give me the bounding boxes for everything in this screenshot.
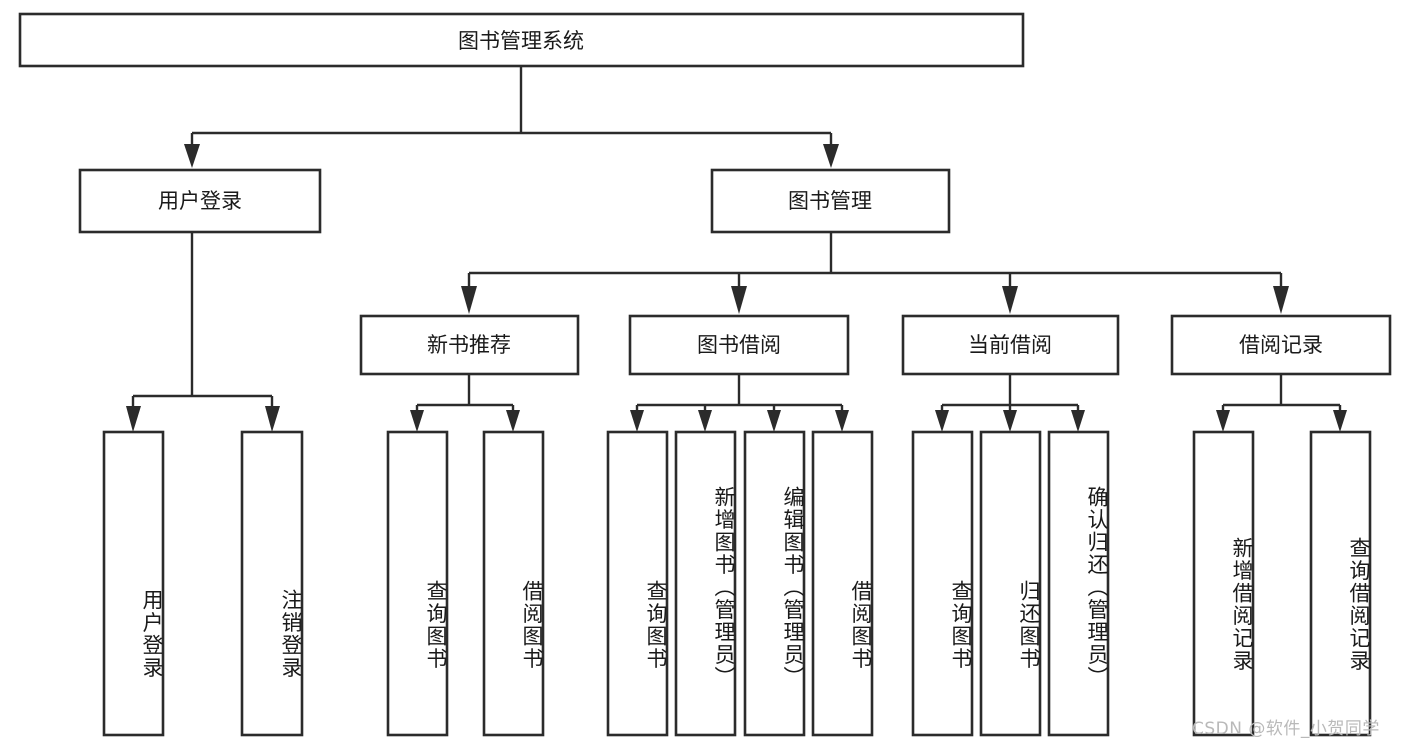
arrowhead-leaf-12	[1216, 410, 1230, 432]
leaf-box-2[interactable]	[240, 430, 304, 737]
leaf-box-9[interactable]	[911, 430, 974, 737]
arrowhead-leaf-4	[506, 410, 520, 432]
node-new-book-recommend-label: 新书推荐	[427, 333, 511, 357]
node-new-book-recommend-box[interactable]	[359, 314, 580, 376]
leaf-box-1[interactable]	[102, 430, 165, 737]
node-user-login-label: 用户登录	[158, 189, 242, 213]
node-root-label: 图书管理系统	[458, 29, 584, 53]
arrowhead-book-mgmt	[823, 144, 839, 168]
leaf-box-11[interactable]	[1047, 430, 1110, 737]
node-book-borrow-box[interactable]	[628, 314, 850, 376]
leaf-box-12[interactable]	[1192, 430, 1255, 737]
arrowhead-leaf-7	[767, 410, 781, 432]
arrowhead-record	[1273, 286, 1289, 314]
leaf-box-3[interactable]	[386, 430, 449, 737]
node-root[interactable]: 图书管理系统	[18, 12, 1025, 68]
connectors-book-mgmt-to-level3	[461, 232, 1289, 314]
arrowhead-newbook	[461, 286, 477, 314]
node-new-book-recommend[interactable]: 新书推荐	[359, 314, 580, 376]
node-user-login-box[interactable]	[78, 168, 322, 234]
node-book-management-box[interactable]	[710, 168, 951, 234]
arrowhead-current	[1002, 286, 1018, 314]
arrowhead-leaf-10	[1003, 410, 1017, 432]
arrowhead-user-login	[184, 144, 200, 168]
node-borrow-record-label: 借阅记录	[1239, 333, 1323, 357]
leaf-box-7[interactable]	[743, 430, 806, 737]
connectors-user-login-to-leaves	[126, 232, 280, 432]
leaf-nodes-group	[102, 430, 1372, 737]
node-borrow-record-box[interactable]	[1170, 314, 1392, 376]
node-book-management[interactable]: 图书管理	[710, 168, 951, 234]
arrowhead-leaf-3	[410, 410, 424, 432]
arrowhead-leaf-9	[935, 410, 949, 432]
arrowhead-leaf-8	[835, 410, 849, 432]
arrowhead-leaf-6	[698, 410, 712, 432]
leaf-box-10[interactable]	[979, 430, 1042, 737]
node-book-management-label: 图书管理	[788, 189, 872, 213]
leaf-box-8[interactable]	[811, 430, 874, 737]
connectors-record-to-leaves	[1216, 374, 1347, 432]
leaf-box-4[interactable]	[482, 430, 545, 737]
arrowhead-leaf-5	[630, 410, 644, 432]
leaf-box-6[interactable]	[674, 430, 737, 737]
node-current-borrow[interactable]: 当前借阅	[901, 314, 1120, 376]
connectors-current-to-leaves	[935, 374, 1085, 432]
connectors-borrow-to-leaves	[630, 374, 849, 432]
arrowhead-borrow	[731, 286, 747, 314]
node-borrow-record[interactable]: 借阅记录	[1170, 314, 1392, 376]
connectors-root-to-level2	[184, 66, 839, 168]
node-current-borrow-box[interactable]	[901, 314, 1120, 376]
arrowhead-leaf-2	[265, 406, 280, 432]
node-current-borrow-label: 当前借阅	[968, 333, 1052, 357]
arrowhead-leaf-1	[126, 406, 141, 432]
node-user-login[interactable]: 用户登录	[78, 168, 322, 234]
node-book-borrow-label: 图书借阅	[697, 333, 781, 357]
arrowhead-leaf-11	[1071, 410, 1085, 432]
leaf-box-13[interactable]	[1309, 430, 1372, 737]
leaf-box-5[interactable]	[606, 430, 669, 737]
connectors-newbook-to-leaves	[410, 374, 520, 432]
node-root-box[interactable]	[18, 12, 1025, 68]
node-book-borrow[interactable]: 图书借阅	[628, 314, 850, 376]
csdn-watermark: CSDN @软件_小贺同学	[1192, 719, 1380, 739]
arrowhead-leaf-13	[1333, 410, 1347, 432]
